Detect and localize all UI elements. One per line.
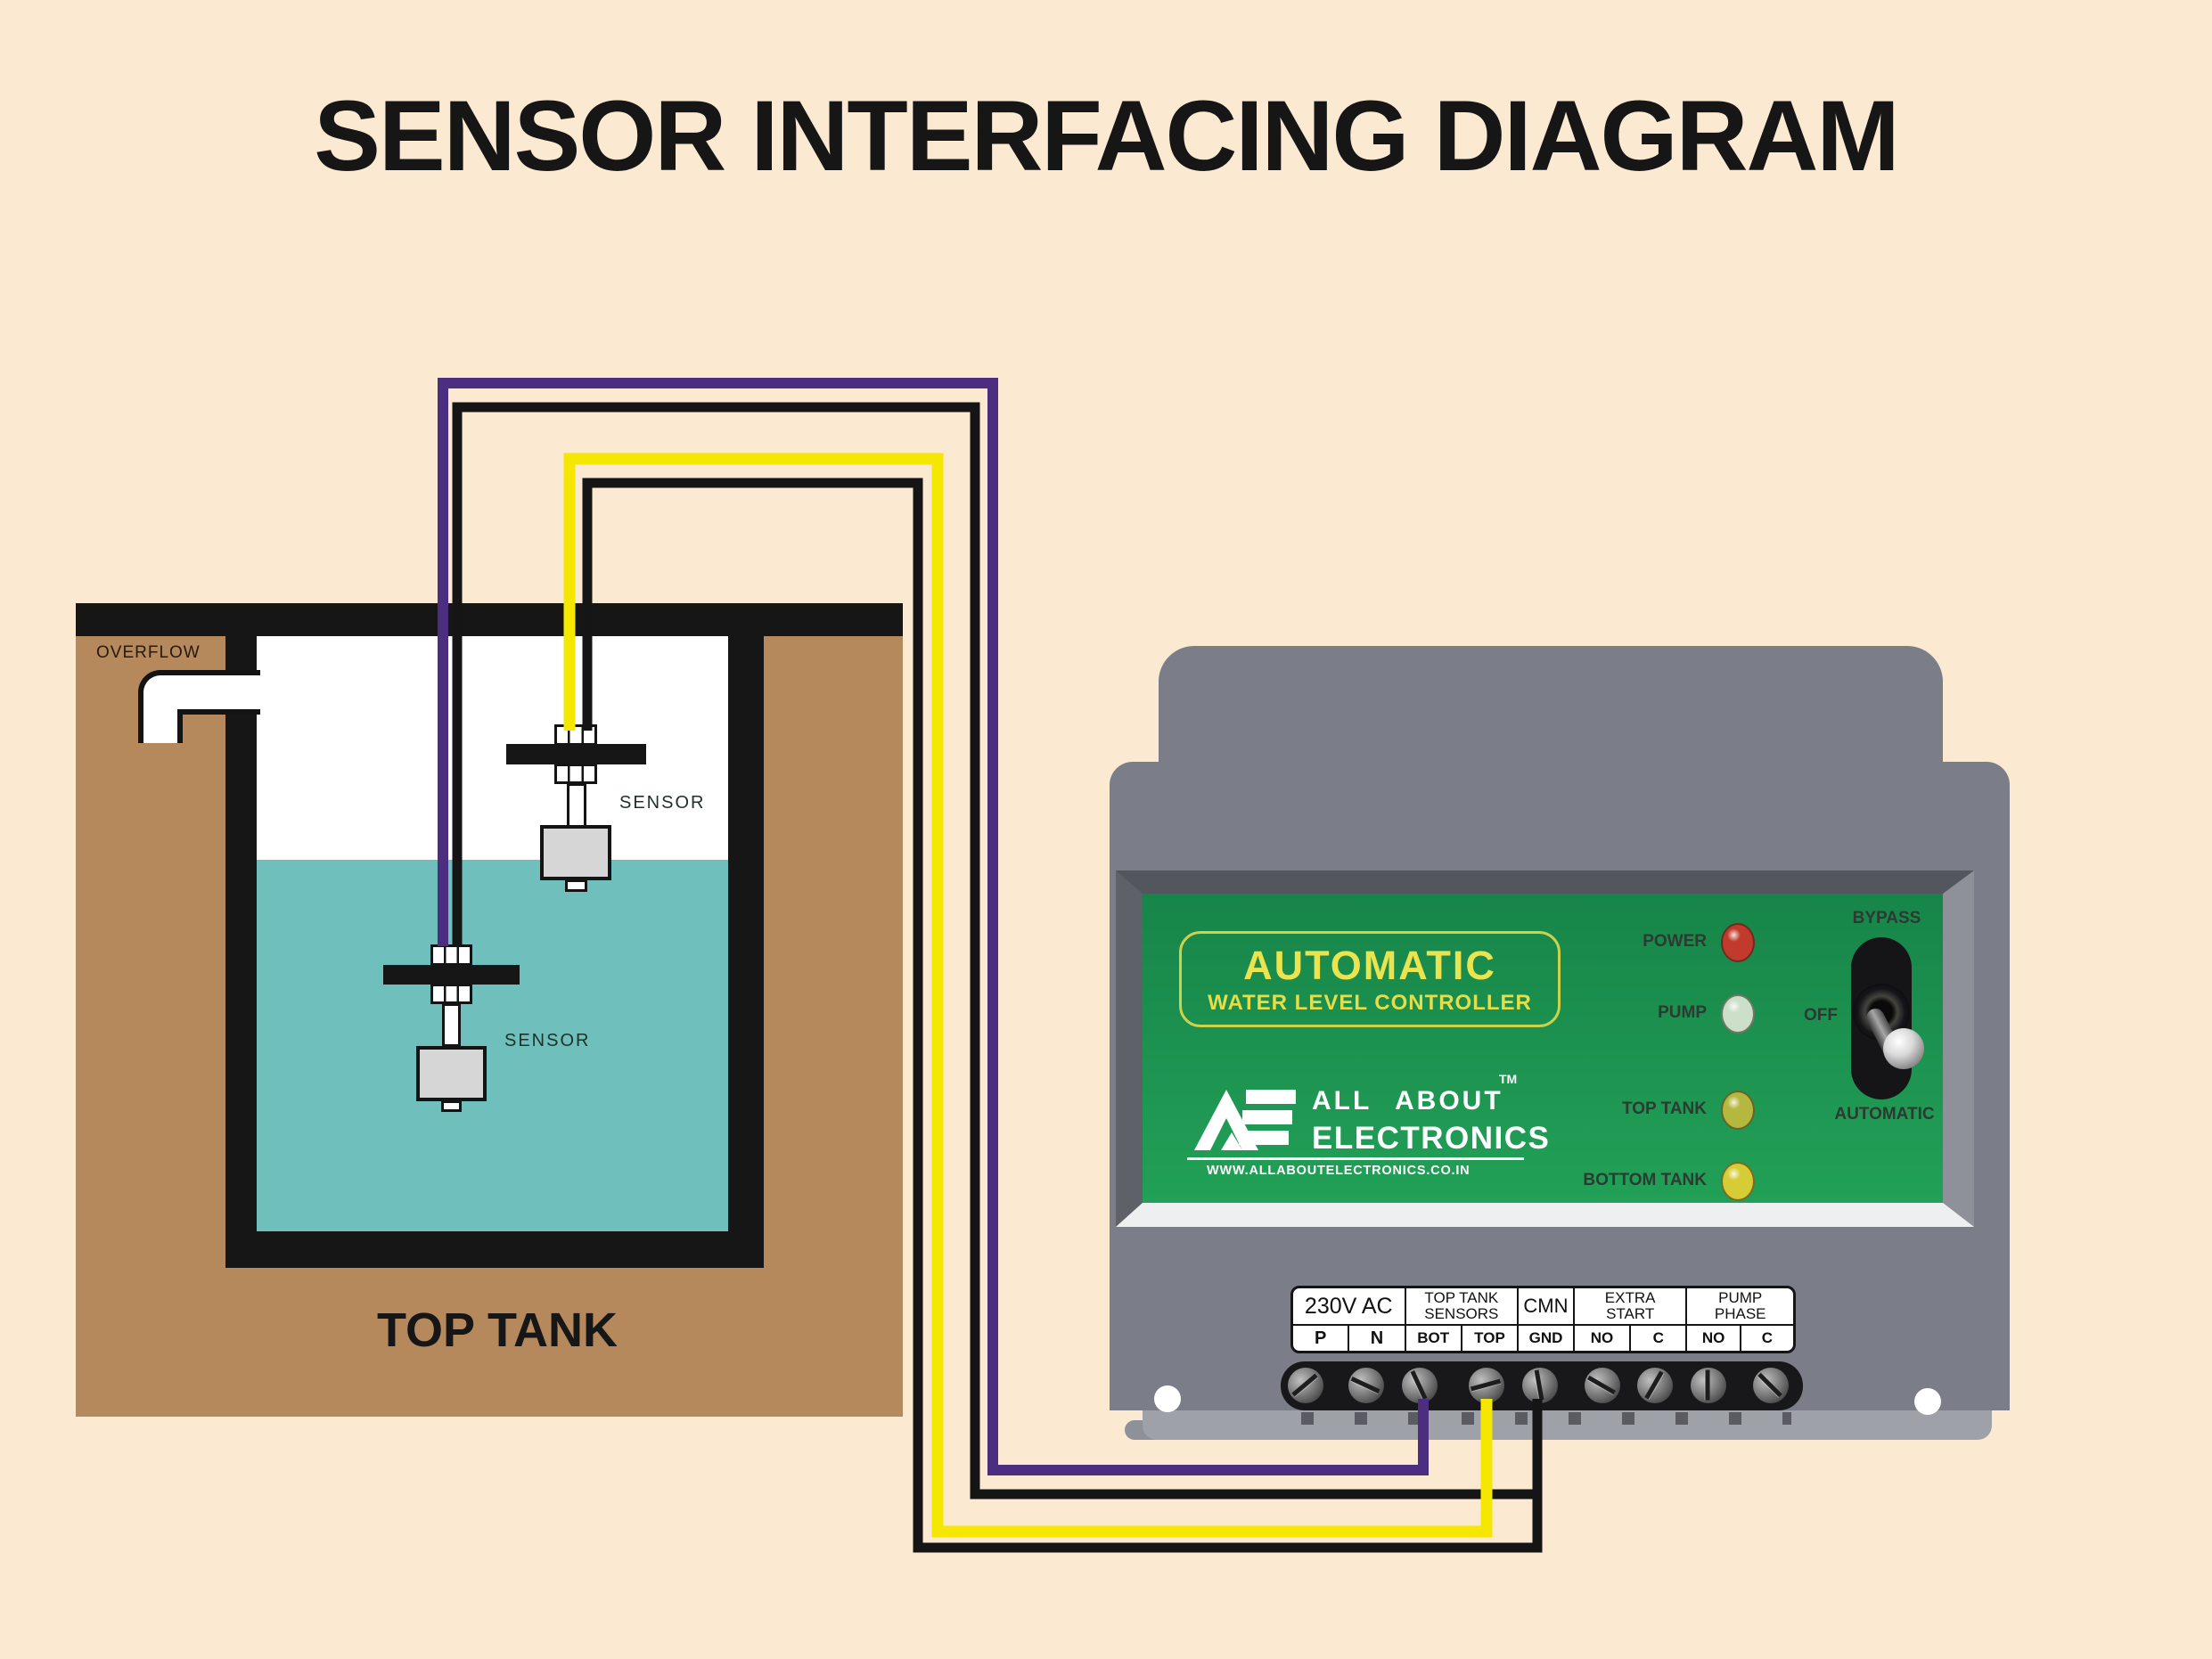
brand-name-bottom: ELECTRONICS xyxy=(1312,1121,1551,1156)
sensor-nut xyxy=(430,944,472,966)
tank-top-rim xyxy=(76,603,903,636)
switch-off-label: OFF xyxy=(1804,1006,1838,1025)
terminal-label-table: 230V AC P N TOP TANK SENSORS BOT TOP CMN… xyxy=(1290,1286,1796,1353)
pump-led xyxy=(1721,994,1755,1034)
sensor-nut xyxy=(554,764,597,784)
terminal-group-pump-phase: PUMP PHASE NO C xyxy=(1685,1288,1793,1351)
badge-line2: WATER LEVEL CONTROLLER xyxy=(1208,991,1532,1015)
sensor-tip xyxy=(441,1100,462,1112)
brand-logo-icon xyxy=(1194,1090,1296,1150)
sensor-float xyxy=(416,1046,487,1101)
brand-underline xyxy=(1187,1157,1524,1160)
terminal-cell: C xyxy=(1739,1326,1793,1351)
terminal-cell: BOT xyxy=(1417,1329,1450,1346)
terminal-screw-no2 xyxy=(1691,1368,1726,1403)
sensor-float xyxy=(540,825,611,880)
pump-led-label: PUMP xyxy=(1658,1003,1707,1022)
toggle-ball xyxy=(1883,1028,1924,1069)
top-tank-led xyxy=(1721,1091,1755,1130)
terminal-screw-c1 xyxy=(1637,1368,1673,1403)
sensor-stem xyxy=(567,783,586,828)
mode-toggle-switch xyxy=(1851,937,1924,1099)
sensor-nut xyxy=(554,724,597,746)
screw-terminal-block xyxy=(1281,1361,1803,1410)
terminal-cell: C xyxy=(1629,1326,1685,1351)
tank-left-wall xyxy=(225,636,257,1268)
sensor-stem xyxy=(442,1003,461,1047)
brand-name-top: ALL ABOUT xyxy=(1312,1086,1503,1116)
product-name-badge: AUTOMATIC WATER LEVEL CONTROLLER xyxy=(1179,931,1561,1027)
tank-name-label: TOP TANK xyxy=(376,1304,619,1357)
faceplate: AUTOMATIC WATER LEVEL CONTROLLER ALL ABO… xyxy=(1143,894,1943,1203)
bottom-tank-led-label: BOTTOM TANK xyxy=(1583,1171,1707,1189)
bottom-tank-led xyxy=(1721,1162,1755,1201)
sensor-nut xyxy=(430,984,472,1004)
terminal-cell: GND xyxy=(1528,1329,1563,1346)
switch-automatic-label: AUTOMATIC xyxy=(1834,1105,1935,1124)
terminal-cell: TOP xyxy=(1460,1326,1517,1351)
terminal-group-230vac: 230V AC P N xyxy=(1293,1288,1405,1351)
sensor-bracket xyxy=(506,744,646,764)
upper-sensor-label: SENSOR xyxy=(619,793,706,813)
terminal-screw-n xyxy=(1348,1368,1384,1403)
page-title: SENSOR INTERFACING DIAGRAM xyxy=(314,80,1899,192)
badge-line1: AUTOMATIC xyxy=(1243,943,1496,988)
overflow-label: OVERFLOW xyxy=(96,643,201,662)
mount-hole-icon xyxy=(1154,1385,1181,1412)
mount-hole-icon xyxy=(1914,1388,1941,1415)
faceplate-bezel: AUTOMATIC WATER LEVEL CONTROLLER ALL ABO… xyxy=(1116,870,1974,1227)
brand-website: WWW.ALLABOUTELECTRONICS.CO.IN xyxy=(1207,1164,1471,1178)
terminal-cell: N xyxy=(1348,1326,1404,1351)
terminal-screw-top xyxy=(1469,1368,1504,1403)
terminal-screw-no1 xyxy=(1585,1368,1620,1403)
terminal-cell: NO xyxy=(1701,1329,1725,1346)
tank-right-wall xyxy=(728,636,764,1268)
terminal-notches xyxy=(1301,1412,1791,1425)
terminal-screw-c2 xyxy=(1753,1368,1789,1403)
terminal-cell: P xyxy=(1314,1328,1327,1348)
terminal-screw-gnd xyxy=(1522,1368,1558,1403)
trademark-symbol: TM xyxy=(1499,1072,1518,1086)
lower-sensor-label: SENSOR xyxy=(504,1031,591,1050)
tank-bottom-wall xyxy=(225,1231,764,1268)
top-tank-led-label: TOP TANK xyxy=(1621,1099,1707,1118)
power-led-label: POWER xyxy=(1643,932,1707,951)
power-led xyxy=(1721,923,1755,962)
terminal-group-cmn: CMN GND xyxy=(1517,1288,1573,1351)
tank-water xyxy=(257,860,728,1231)
switch-bypass-label: BYPASS xyxy=(1852,909,1921,928)
terminal-cell: NO xyxy=(1590,1329,1614,1346)
terminal-screw-p xyxy=(1288,1368,1323,1403)
sensor-bracket xyxy=(383,965,520,985)
sensor-tip xyxy=(565,879,587,892)
terminal-group-extra-start: EXTRA START NO C xyxy=(1572,1288,1686,1351)
terminal-screw-bot xyxy=(1402,1368,1438,1403)
terminal-group-top-tank-sensors: TOP TANK SENSORS BOT TOP xyxy=(1404,1288,1518,1351)
